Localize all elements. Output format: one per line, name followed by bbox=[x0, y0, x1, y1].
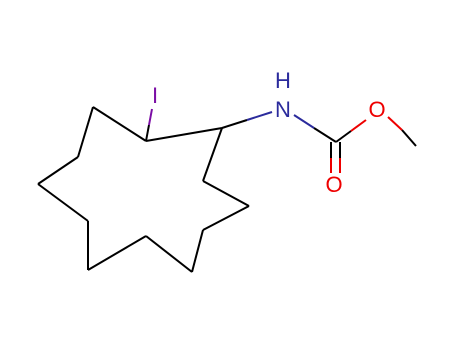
c-n-bond-nitrogen-half bbox=[246, 111, 273, 121]
o-ch3-bond-carbon-half bbox=[401, 129, 417, 147]
ring-bond bbox=[202, 127, 223, 182]
c-i-bond-carbon-half bbox=[145, 124, 150, 142]
ring-bond bbox=[191, 229, 204, 273]
n-c-bond-nitrogen-half bbox=[293, 114, 315, 129]
c-o-bond-carbon-half bbox=[335, 130, 352, 143]
bonds bbox=[37, 106, 417, 273]
ring-bond bbox=[202, 205, 250, 231]
ring-bond bbox=[202, 180, 250, 207]
ring-bond bbox=[92, 106, 147, 142]
ester-oxygen-label: O bbox=[368, 97, 385, 122]
c-i-bond-iodine-half bbox=[148, 108, 153, 126]
ring-bond bbox=[37, 183, 89, 222]
atom-labels: I H N O O bbox=[152, 68, 386, 197]
o-ch3-bond-oxygen-half bbox=[387, 116, 403, 131]
nitrogen-h-label: H bbox=[275, 68, 291, 93]
ring-bond bbox=[145, 127, 223, 142]
nitrogen-label: N bbox=[275, 97, 291, 122]
c-o-bond-oxygen-half bbox=[350, 119, 367, 132]
ring-bond bbox=[145, 235, 193, 273]
c-n-bond-carbon-half bbox=[221, 119, 248, 129]
iodine-label: I bbox=[152, 83, 158, 108]
n-c-bond-carbon-half bbox=[313, 127, 337, 143]
ring-bond bbox=[37, 156, 79, 185]
ring-bond bbox=[77, 106, 94, 158]
ring-bond bbox=[87, 235, 147, 271]
carbonyl-oxygen-label: O bbox=[325, 172, 342, 197]
